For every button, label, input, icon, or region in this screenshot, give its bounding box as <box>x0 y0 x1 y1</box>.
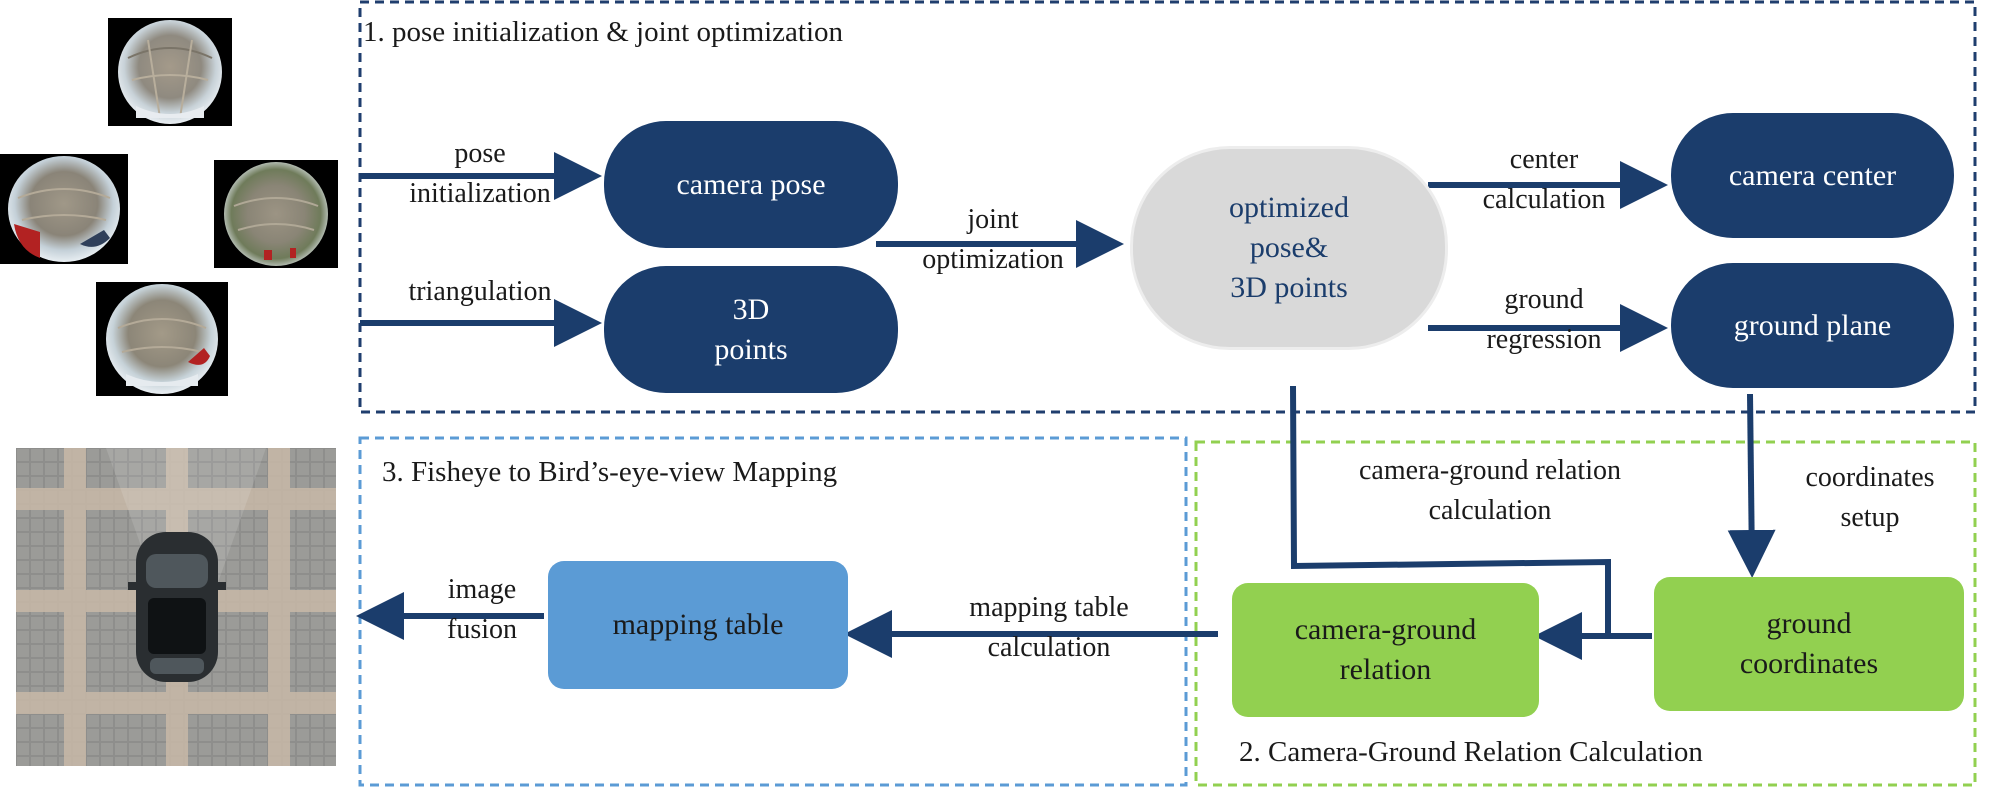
label-ground-regression: ground regression <box>1486 284 1602 355</box>
node-mapping-table: mapping table <box>548 561 848 689</box>
label-pose-initialization: pose initialization <box>409 138 551 209</box>
fisheye-front-image <box>108 18 232 126</box>
section-1-box <box>358 0 1977 414</box>
node-camera-center: camera center <box>1671 113 1954 238</box>
section-2-box <box>1194 440 1977 787</box>
label-camera-ground-calculation: camera-ground relation calculation <box>1359 455 1621 526</box>
section-3-title: 3. Fisheye to Bird’s-eye-view Mapping <box>382 456 838 488</box>
arrow-coordinates-setup <box>1727 393 1776 578</box>
fisheye-rear-image <box>96 282 228 396</box>
label-joint-optimization: joint optimization <box>922 204 1064 275</box>
section-1-title: 1. pose initialization & joint optimizat… <box>363 16 844 48</box>
fisheye-right-image <box>214 160 338 268</box>
section-3-box <box>358 436 1188 787</box>
birds-eye-view-image <box>16 448 336 766</box>
label-mapping-table-calculation: mapping table calculation <box>969 592 1129 663</box>
line-camera-ground-calc <box>1290 385 1611 636</box>
node-ground-coordinates: ground coordinates <box>1654 577 1964 711</box>
node-ground-plane: ground plane <box>1671 263 1954 388</box>
section-2-title: 2. Camera-Ground Relation Calculation <box>1239 736 1703 768</box>
label-center-calculation: center calculation <box>1482 144 1606 215</box>
node-3d-points: 3D points <box>604 266 898 393</box>
label-triangulation: triangulation <box>408 276 552 307</box>
node-optimized-pose-points: optimized pose& 3D points <box>1130 146 1448 350</box>
label-coordinates-setup: coordinates setup <box>1805 462 1935 533</box>
node-camera-ground-relation: camera-ground relation <box>1232 583 1539 717</box>
node-camera-pose: camera pose <box>604 121 898 248</box>
fisheye-left-image <box>0 154 128 264</box>
label-image-fusion: image fusion <box>447 574 517 645</box>
